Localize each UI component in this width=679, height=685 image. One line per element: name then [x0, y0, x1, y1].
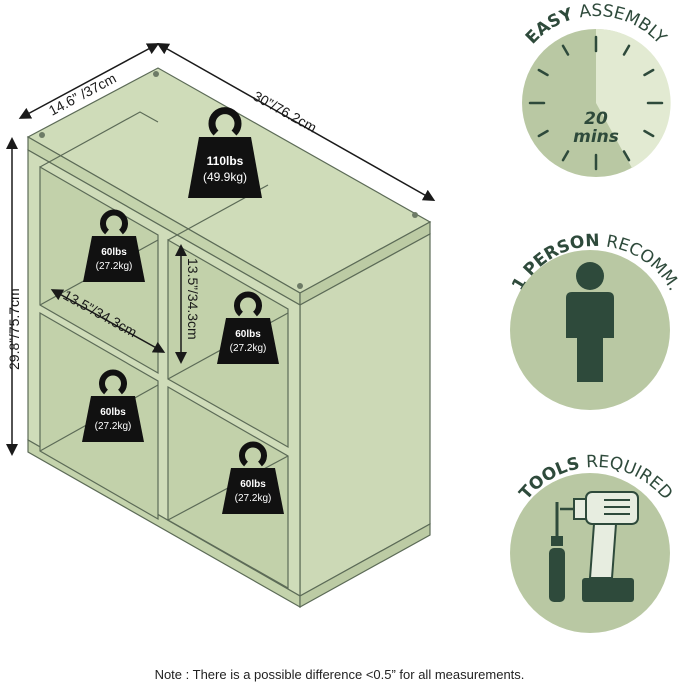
assembly-clock-highlight [596, 28, 671, 169]
measurement-note: Note : There is a possible difference <0… [154, 667, 525, 682]
weight-icon-cube-bottom-left: 60lbs (27.2kg) [82, 369, 144, 442]
depth-dimension-line [18, 43, 160, 119]
cabinet-bottom-side-edge [299, 522, 431, 609]
screw-hole [153, 71, 159, 77]
weight-cube-bottom-right-lbs: 60lbs [240, 479, 266, 490]
clock-tick [622, 44, 631, 56]
width-dimension-line [156, 43, 436, 201]
weight-cube-bottom-left-lbs: 60lbs [100, 407, 126, 418]
weight-top-lbs: 110lbs [207, 154, 244, 168]
weight-cube-top-left-kg: (27.2kg) [96, 261, 133, 272]
screw-hole [39, 132, 45, 138]
assembly-minutes-number: 20 [584, 109, 608, 129]
weight-icon-top: 110lbs (49.9kg) [188, 107, 262, 198]
assembly-minutes-unit: mins [573, 127, 619, 147]
clock-tick [561, 44, 570, 56]
cube-width-dimension-line [50, 289, 166, 353]
person-icon [566, 262, 614, 382]
weight-cube-bottom-left-kg: (27.2kg) [95, 421, 132, 432]
weight-cube-top-right-lbs: 60lbs [235, 329, 261, 340]
clock-tick [537, 129, 549, 138]
weight-top-kg: (49.9kg) [203, 170, 247, 184]
weight-cube-top-left-lbs: 60lbs [101, 247, 127, 258]
clock-tick [643, 68, 655, 77]
screw-hole [297, 283, 303, 289]
screw-hole [412, 212, 418, 218]
drill-icon [560, 491, 639, 602]
height-label: 29.8”/75.7cm [6, 288, 22, 370]
weight-icon-cube-bottom-right: 60lbs (27.2kg) [222, 441, 284, 514]
screwdriver-icon [549, 502, 565, 602]
dimension-lines [6, 43, 436, 456]
clock-tick [622, 150, 631, 162]
cube-height-label: 13.5”/34.3cm [185, 258, 201, 340]
clock-tick [643, 129, 655, 138]
weight-cube-top-right-kg: (27.2kg) [230, 343, 267, 354]
weight-icon-cube-top-left: 60lbs (27.2kg) [83, 209, 145, 282]
clock-tick [537, 68, 549, 77]
clock-tick [561, 150, 570, 162]
weight-cube-bottom-right-kg: (27.2kg) [235, 493, 272, 504]
weight-icon-cube-top-right: 60lbs (27.2kg) [217, 291, 279, 364]
clock-ticks [528, 35, 664, 171]
